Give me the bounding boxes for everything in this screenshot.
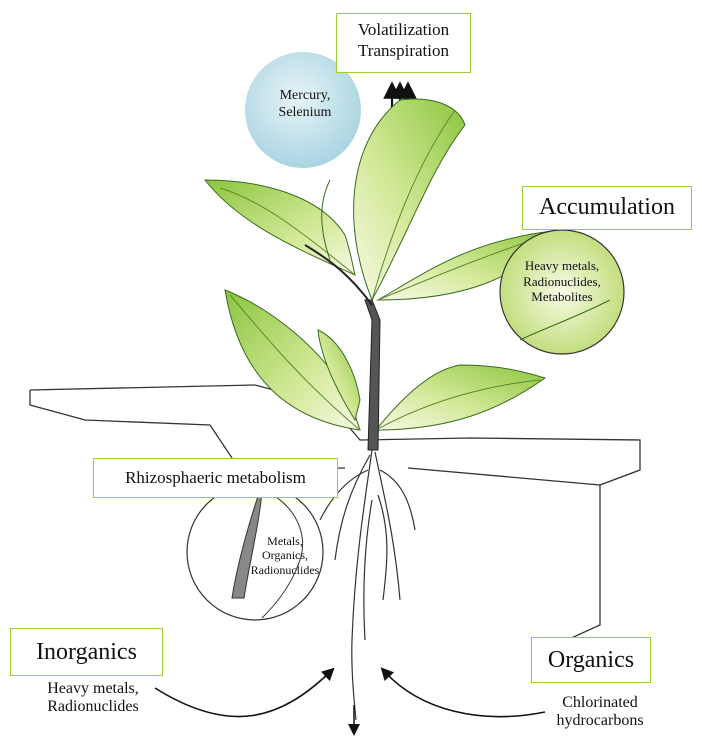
inorg-line-1: Heavy metals, (18, 680, 168, 698)
inorganics-box: Inorganics (10, 628, 163, 676)
mercury-text: Mercury, Selenium (255, 88, 355, 122)
rhizo-line-1: Metals, (240, 534, 330, 548)
inorganics-arrow (155, 672, 330, 717)
org-line-2: hydrocarbons (535, 712, 665, 730)
inorganics-text: Heavy metals, Radionuclides (18, 680, 168, 717)
mercury-label: Mercury, (255, 88, 355, 105)
transpiration-label: Transpiration (337, 40, 470, 61)
inorganics-label: Inorganics (36, 639, 137, 665)
rhizo-box: Rhizosphaeric metabolism (93, 458, 338, 498)
selenium-label: Selenium (255, 105, 355, 122)
organics-box: Organics (531, 637, 651, 683)
org-line-1: Chlorinated (535, 694, 665, 712)
organics-text: Chlorinated hydrocarbons (535, 694, 665, 731)
acc-line-3: Metabolites (506, 289, 618, 305)
rhizo-label: Rhizosphaeric metabolism (125, 468, 306, 487)
volatilization-box: Volatilization Transpiration (336, 13, 471, 73)
organics-arrow (385, 672, 545, 717)
rhizo-line-3: Radionuclides (240, 563, 330, 577)
organics-label: Organics (548, 647, 634, 673)
accumulation-text: Heavy metals, Radionuclides, Metabolites (506, 258, 618, 305)
rhizo-line-2: Organics, (240, 548, 330, 562)
volatilization-label: Volatilization (337, 19, 470, 40)
accumulation-box: Accumulation (522, 186, 692, 230)
acc-line-2: Radionuclides, (506, 274, 618, 290)
accumulation-label: Accumulation (539, 194, 675, 220)
rhizo-text: Metals, Organics, Radionuclides (240, 534, 330, 577)
stem (365, 300, 380, 450)
acc-line-1: Heavy metals, (506, 258, 618, 274)
inorg-line-2: Radionuclides (18, 698, 168, 716)
